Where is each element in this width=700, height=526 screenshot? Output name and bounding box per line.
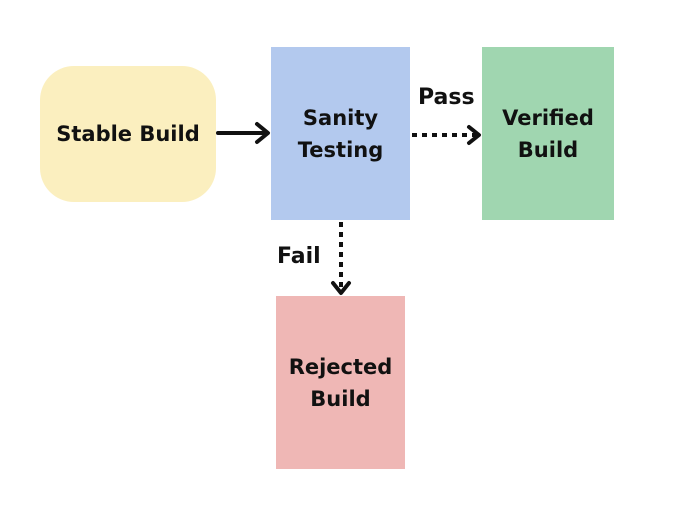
stable-build-label: Stable Build [56, 122, 200, 146]
pass-edge-label: Pass [418, 85, 475, 110]
verified-build-node: Verified Build [482, 47, 614, 220]
verified-build-label: Verified Build [502, 105, 594, 162]
stable-to-sanity-arrow [216, 122, 270, 144]
sanity-testing-node: Sanity Testing [271, 47, 410, 220]
sanity-testing-label: Sanity Testing [297, 105, 384, 162]
rejected-build-label: Rejected Build [288, 354, 393, 411]
fail-edge-label: Fail [277, 244, 321, 269]
sanity-to-rejected-arrow [331, 222, 351, 295]
stable-build-node: Stable Build [40, 66, 216, 202]
sanity-to-verified-arrow [412, 125, 481, 145]
rejected-build-node: Rejected Build [276, 296, 405, 469]
